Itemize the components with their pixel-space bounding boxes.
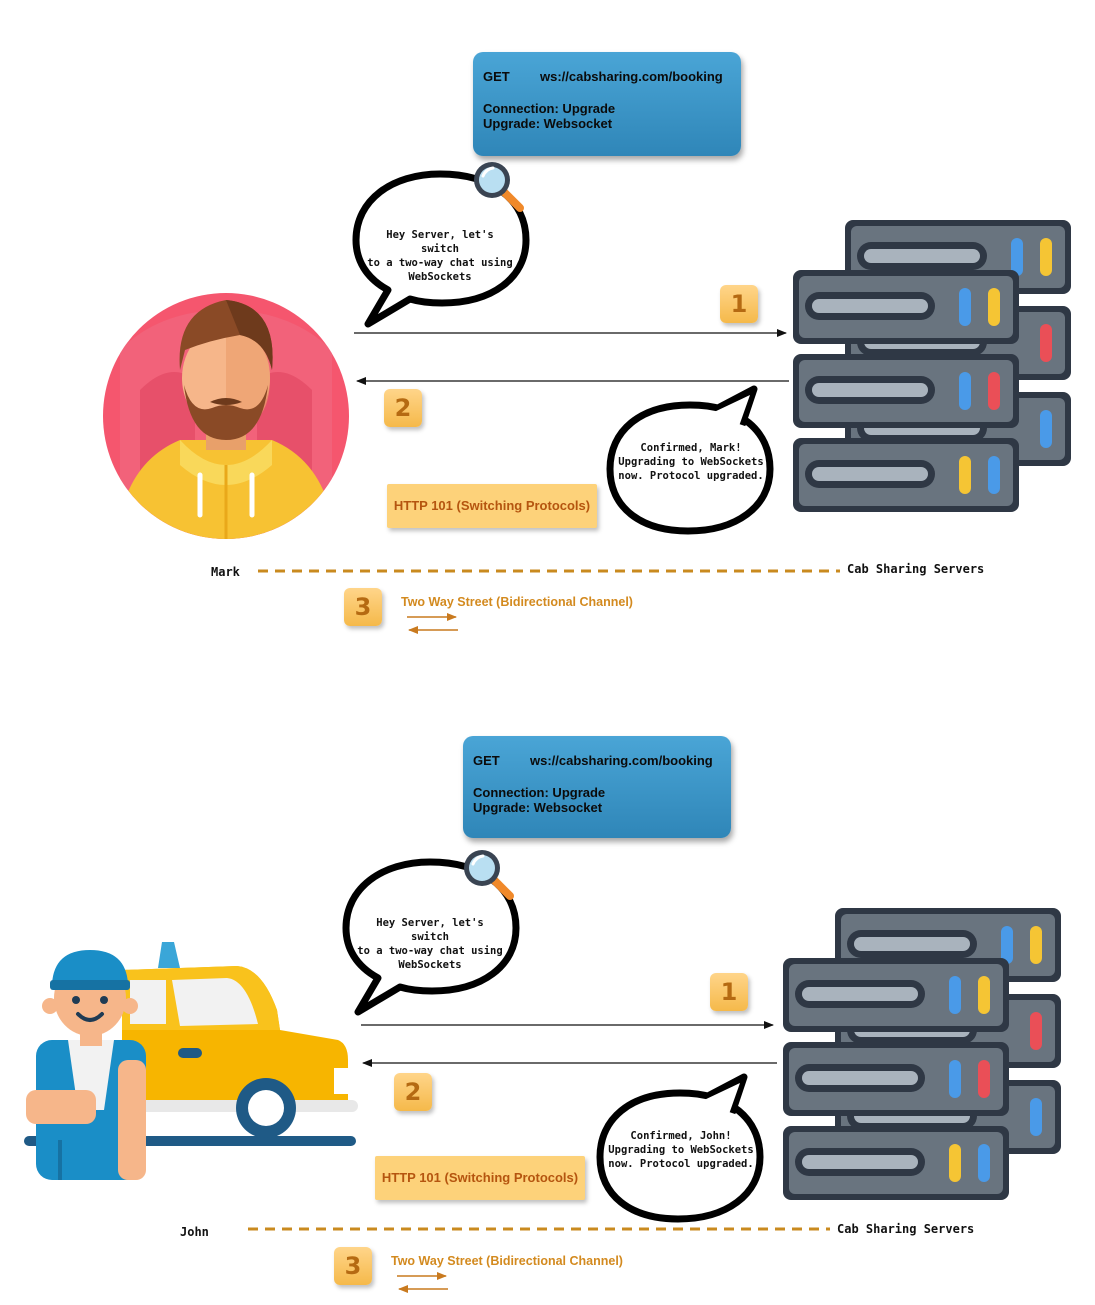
websocket-request-box: GET ws://cabsharing.com/booking Connecti… xyxy=(473,52,741,156)
request-url: ws://cabsharing.com/booking xyxy=(530,753,713,768)
request-method: GET xyxy=(483,69,510,84)
magnifier-icon xyxy=(474,162,524,212)
server-bubble-line-2: Upgrading to WebSockets xyxy=(608,1144,754,1156)
client-bubble-line-2: to a two-way chat using xyxy=(357,945,503,957)
server-rack-icon xyxy=(783,908,1061,1200)
step-2-badge: 2 xyxy=(394,1073,432,1111)
server-name-label: Cab Sharing Servers xyxy=(837,1222,975,1236)
server-rack-icon xyxy=(793,220,1071,512)
request-arrows xyxy=(258,329,840,634)
magnifier-icon xyxy=(464,850,514,900)
step-1-badge: 1 xyxy=(720,285,758,323)
http-101-status: HTTP 101 (Switching Protocols) xyxy=(375,1156,585,1200)
client-speech-bubble xyxy=(352,170,530,328)
mark-avatar-icon xyxy=(103,293,349,539)
client-bubble-line-3: WebSockets xyxy=(398,959,462,971)
client-name-label: John xyxy=(180,1225,209,1239)
client-bubble-line-2: to a two-way chat using xyxy=(367,257,513,269)
client-bubble-line-1: Hey Server, let's switch xyxy=(376,917,484,943)
step-3-badge: 3 xyxy=(344,588,382,626)
client-name-label: Mark xyxy=(211,565,240,579)
server-bubble-text: Confirmed, John! Upgrading to WebSockets… xyxy=(604,1129,758,1171)
request-method: GET xyxy=(473,753,500,768)
request-header-connection: Connection: Upgrade xyxy=(473,785,606,800)
server-bubble-line-1: Confirmed, Mark! xyxy=(640,442,742,454)
request-header-upgrade: Upgrade: Websocket xyxy=(483,116,613,131)
server-bubble-line-3: now. Protocol upgraded. xyxy=(618,470,764,482)
channel-label: Two Way Street (Bidirectional Channel) xyxy=(391,1254,623,1268)
cab-driver-icon xyxy=(24,942,358,1180)
server-bubble-line-2: Upgrading to WebSockets xyxy=(618,456,764,468)
channel-label: Two Way Street (Bidirectional Channel) xyxy=(401,595,633,609)
server-bubble-line-1: Confirmed, John! xyxy=(630,1130,732,1142)
server-speech-bubble xyxy=(606,385,774,535)
http-101-status: HTTP 101 (Switching Protocols) xyxy=(387,484,597,528)
client-speech-bubble xyxy=(342,858,520,1016)
websocket-request-box: GET ws://cabsharing.com/booking Connecti… xyxy=(463,736,731,838)
server-speech-bubble xyxy=(596,1073,764,1223)
request-header-upgrade: Upgrade: Websocket xyxy=(473,800,603,815)
step-2-badge: 2 xyxy=(384,389,422,427)
server-name-label: Cab Sharing Servers xyxy=(847,562,985,576)
server-bubble-line-3: now. Protocol upgraded. xyxy=(608,1158,754,1170)
client-bubble-text: Hey Server, let's switch to a two-way ch… xyxy=(355,916,505,972)
server-bubble-text: Confirmed, Mark! Upgrading to WebSockets… xyxy=(614,441,768,483)
request-arrows xyxy=(248,1021,830,1293)
step-1-badge: 1 xyxy=(710,973,748,1011)
client-bubble-line-3: WebSockets xyxy=(408,271,472,283)
request-header-connection: Connection: Upgrade xyxy=(483,101,616,116)
step-3-badge: 3 xyxy=(334,1247,372,1285)
request-url: ws://cabsharing.com/booking xyxy=(540,69,723,84)
client-bubble-text: Hey Server, let's switch to a two-way ch… xyxy=(365,228,515,284)
client-bubble-line-1: Hey Server, let's switch xyxy=(386,229,494,255)
